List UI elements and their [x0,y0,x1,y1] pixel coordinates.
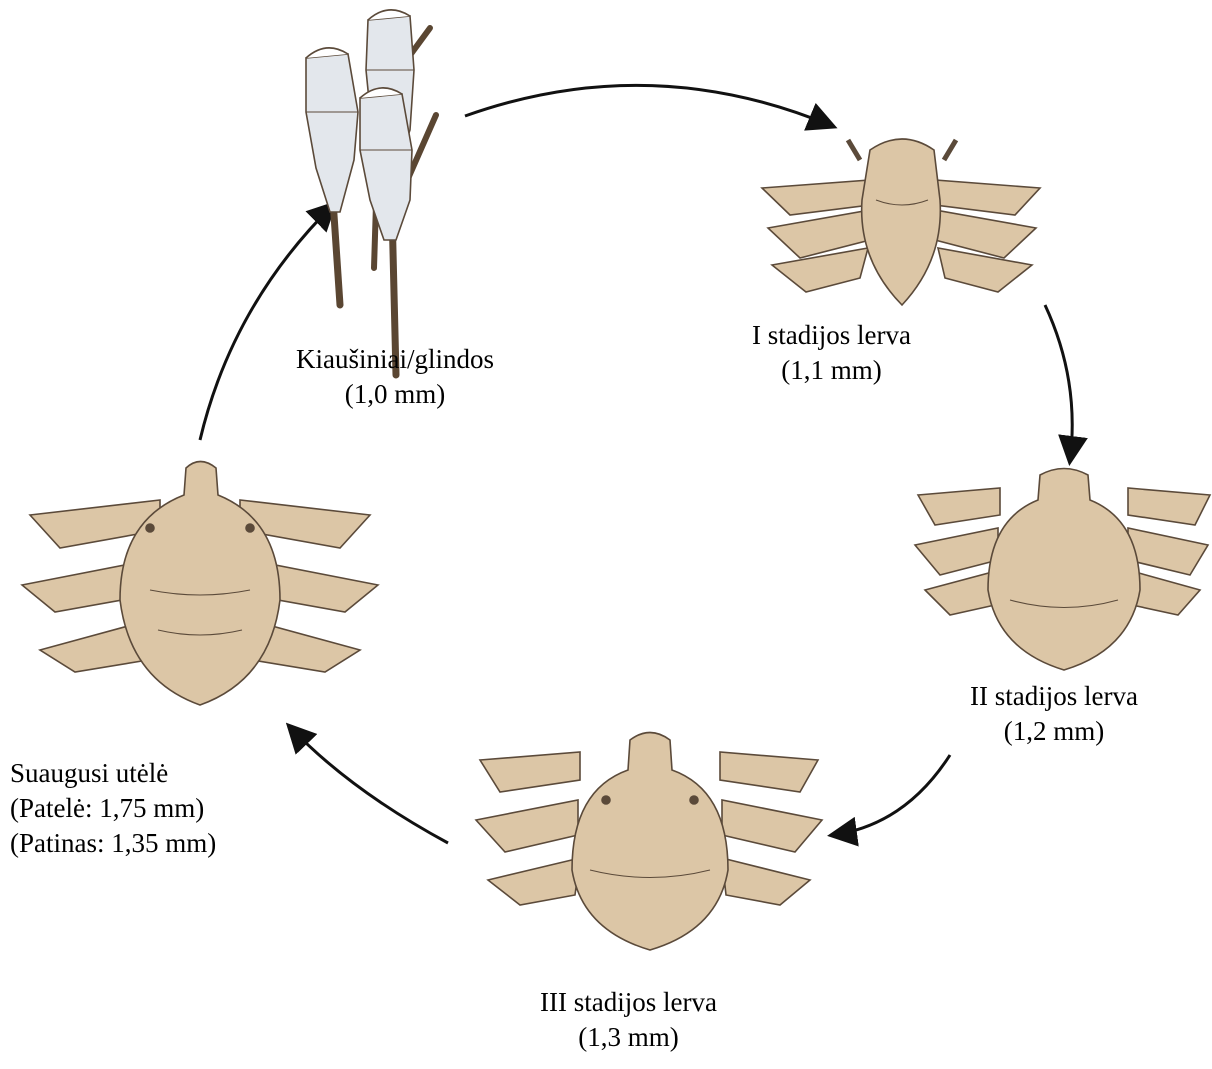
adult-illustration [22,462,378,706]
label-nymph3-name: III stadijos lerva [540,985,717,1020]
label-nymph3: III stadijos lerva (1,3 mm) [540,985,717,1055]
label-nymph1-name: I stadijos lerva [752,318,911,353]
nymph3-illustration [476,733,822,951]
label-eggs: Kiaušiniai/glindos (1,0 mm) [296,342,494,412]
label-nymph2-size: (1,2 mm) [970,714,1138,749]
eggs-illustration [306,10,436,375]
arrow-nymph2-to-nymph3 [833,755,950,835]
label-eggs-name: Kiaušiniai/glindos [296,342,494,377]
label-nymph1-size: (1,1 mm) [752,353,911,388]
label-nymph1: I stadijos lerva (1,1 mm) [752,318,911,388]
label-nymph2-name: II stadijos lerva [970,679,1138,714]
nymph1-illustration [762,139,1040,305]
label-adult-female: (Patelė: 1,75 mm) [10,791,216,826]
label-adult-name: Suaugusi utėlė [10,756,216,791]
label-nymph3-size: (1,3 mm) [540,1020,717,1055]
label-adult-male: (Patinas: 1,35 mm) [10,826,216,861]
label-nymph2: II stadijos lerva (1,2 mm) [970,679,1138,749]
nymph2-illustration [915,469,1210,671]
arrow-nymph3-to-adult [290,727,448,843]
arrow-eggs-to-nymph1 [465,85,832,126]
label-eggs-size: (1,0 mm) [296,377,494,412]
arrow-nymph1-to-nymph2 [1045,305,1072,460]
label-adult: Suaugusi utėlė (Patelė: 1,75 mm) (Patina… [10,756,216,861]
